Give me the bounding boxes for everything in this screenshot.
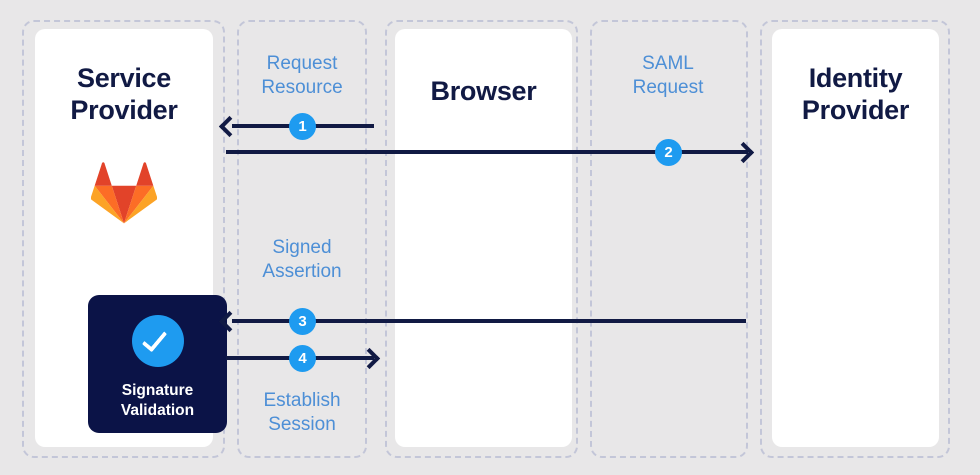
gitlab-logo [91,162,157,224]
browser-title: Browser [430,76,537,106]
card-browser: Browser [395,29,572,447]
lane-service-provider [22,20,225,458]
step-2-line [226,150,748,154]
step-2-badge: 2 [655,139,682,166]
lane-identity-provider [760,20,950,458]
step-1-badge: 1 [289,113,316,140]
lane-browser [385,20,578,458]
lane-gap-left [237,20,367,458]
check-circle-icon [131,315,184,367]
step-3-badge: 3 [289,308,316,335]
lane-gap-right [590,20,748,458]
step-3-line [232,319,746,323]
step-4-badge: 4 [289,345,316,372]
